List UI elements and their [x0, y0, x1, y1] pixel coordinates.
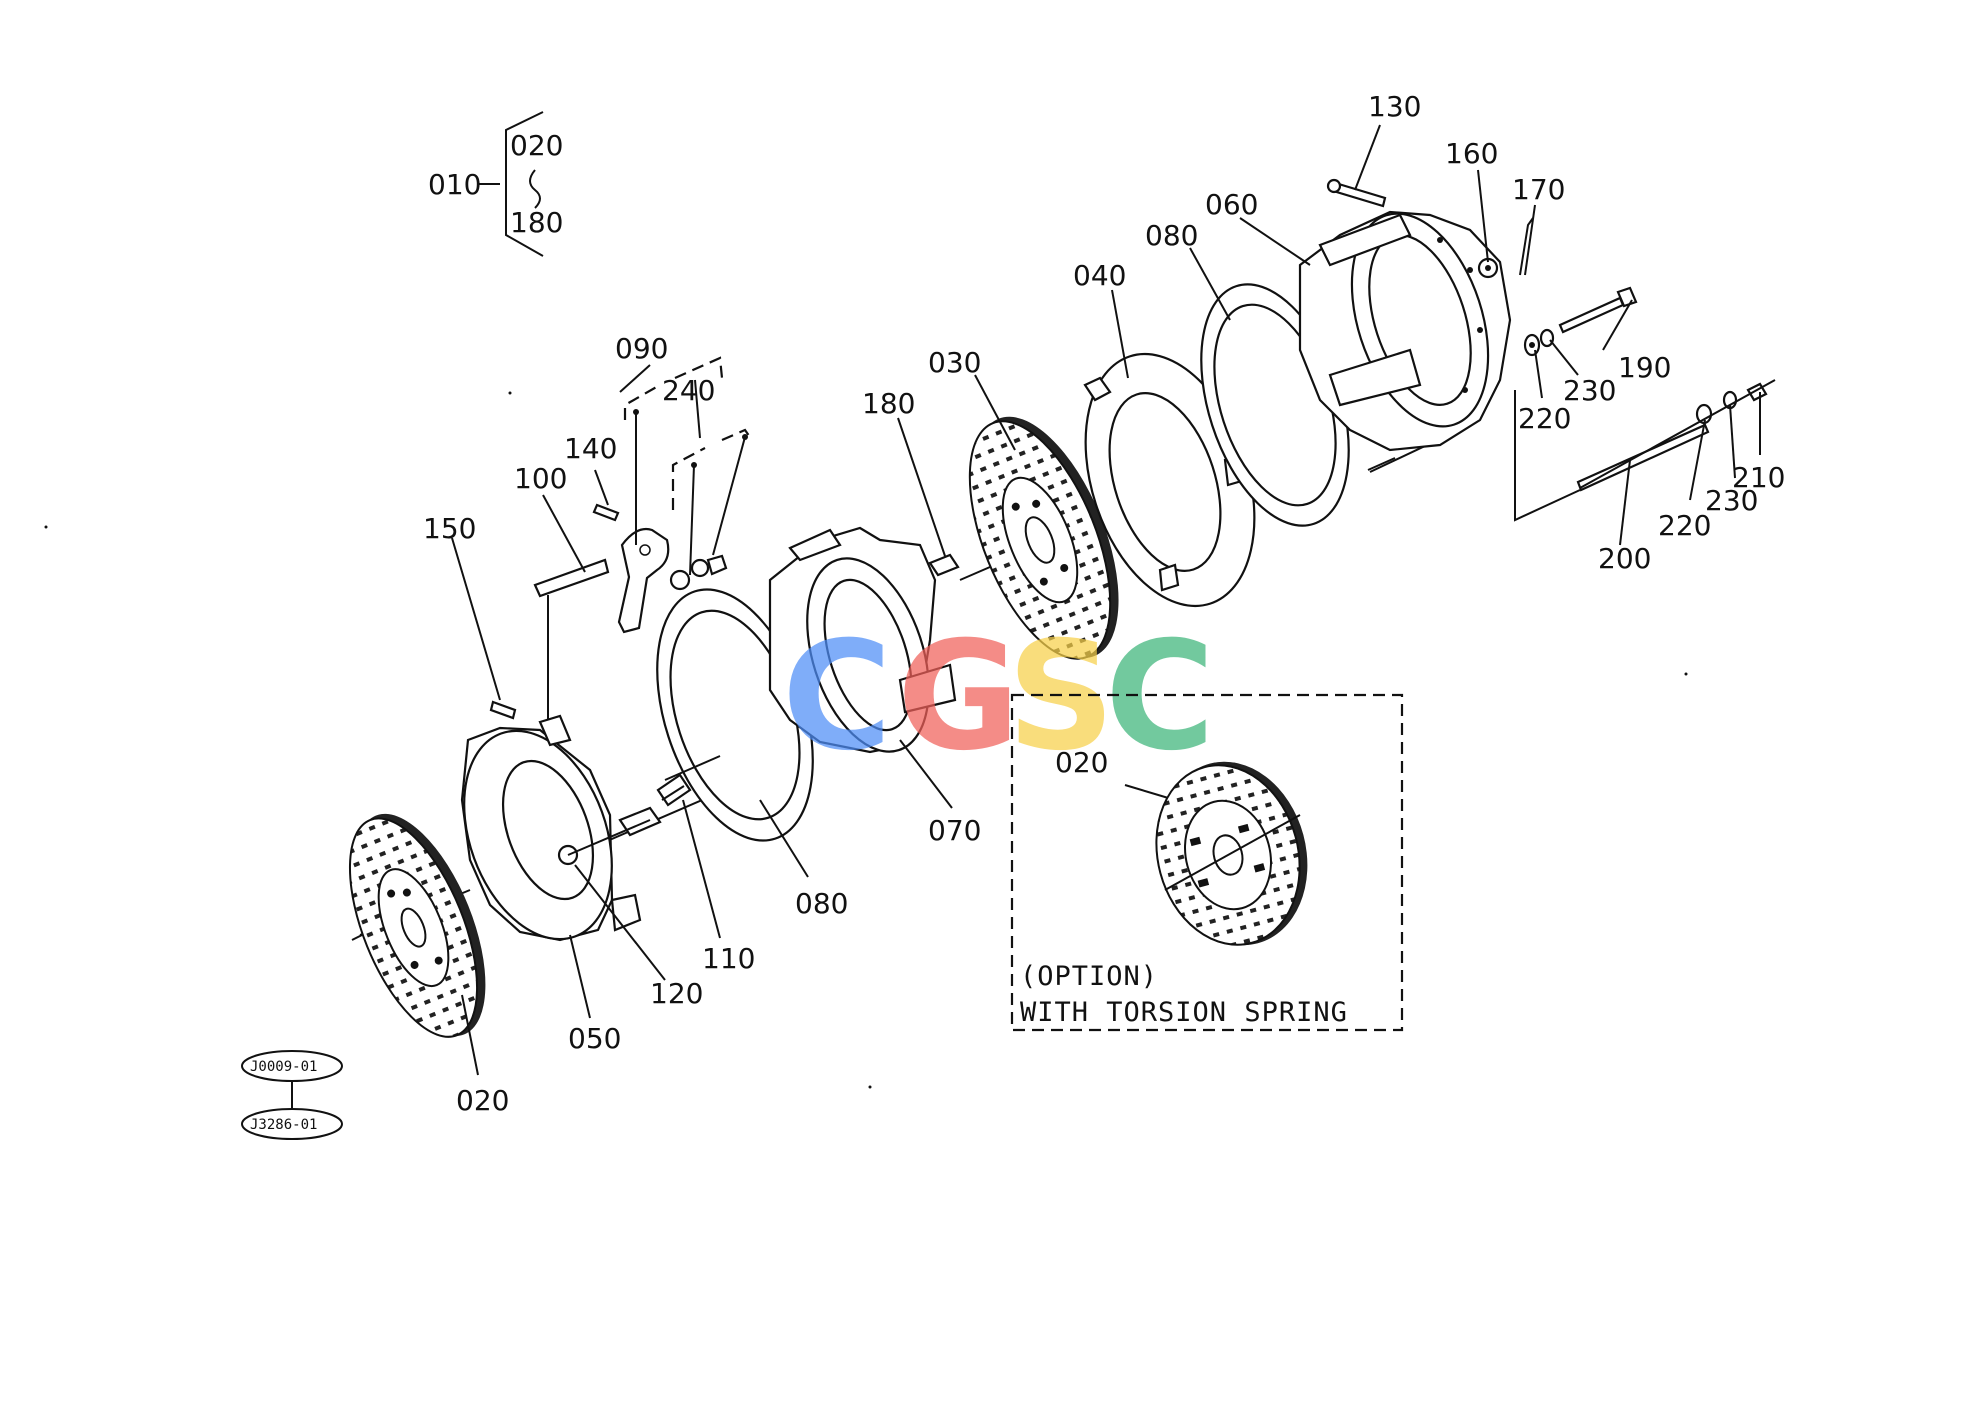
callout-labels: 130 160 170 060 080 040 190 230 220 210 … — [423, 90, 1785, 1117]
callout-020-option: 020 — [1055, 746, 1108, 779]
callout-100: 100 — [514, 462, 567, 495]
callout-200: 200 — [1598, 542, 1651, 575]
ref-tag-2: J3286-01 — [250, 1117, 317, 1133]
bolt-110 — [656, 773, 692, 807]
ref-tag-1: J0009-01 — [250, 1059, 317, 1075]
option-box: (OPTION) WITH TORSION SPRING — [1010, 693, 1404, 1032]
watermark-letter-c1: C — [782, 610, 892, 784]
assembly-range-end: 180 — [510, 206, 563, 239]
assembly-range-start: 020 — [510, 129, 563, 162]
callout-030: 030 — [928, 346, 981, 379]
callout-050: 050 — [568, 1022, 621, 1055]
right-hardware — [1514, 286, 1776, 522]
callout-040: 040 — [1073, 259, 1126, 292]
callout-150: 150 — [423, 512, 476, 545]
callout-210: 210 — [1732, 461, 1785, 494]
watermark-logo: C G S C — [782, 610, 1215, 784]
lever-kit-brackets — [623, 356, 753, 576]
clutch-cover-070 — [768, 526, 957, 754]
bushing-180 — [928, 553, 960, 577]
callout-190: 190 — [1618, 351, 1671, 384]
pressure-plate — [460, 714, 662, 942]
watermark-letter-c2: C — [1105, 610, 1215, 784]
callout-230-top: 230 — [1563, 374, 1616, 407]
callout-060: 060 — [1205, 188, 1258, 221]
callout-090: 090 — [615, 332, 668, 365]
callout-080-bottom: 080 — [795, 887, 848, 920]
callout-140: 140 — [564, 432, 617, 465]
leader-lines — [451, 124, 1761, 1076]
callout-130: 130 — [1368, 90, 1421, 123]
scan-specks — [44, 391, 1688, 1089]
callout-020-left: 020 — [456, 1084, 509, 1117]
reference-tags: J0009-01 J3286-01 — [241, 1050, 343, 1140]
callout-080-top: 080 — [1145, 219, 1198, 252]
option-label: (OPTION) — [1020, 961, 1158, 992]
callout-240: 240 — [662, 374, 715, 407]
callout-120: 120 — [650, 977, 703, 1010]
callout-160: 160 — [1445, 137, 1498, 170]
flywheel-cover-060 — [1298, 210, 1512, 471]
callout-110: 110 — [702, 942, 755, 975]
assembly-bracket: 010 020 180 — [428, 111, 563, 257]
watermark-letter-g: G — [897, 610, 1020, 784]
callout-180: 180 — [862, 387, 915, 420]
clutch-disc-center — [968, 416, 1119, 660]
callout-170: 170 — [1512, 173, 1565, 206]
option-description: WITH TORSION SPRING — [1020, 997, 1348, 1028]
assembly-number: 010 — [428, 168, 481, 201]
callout-070: 070 — [928, 814, 981, 847]
callout-220-top: 220 — [1518, 402, 1571, 435]
watermark-letter-s: S — [1007, 610, 1115, 784]
callout-230-bottom: 230 — [1705, 484, 1758, 517]
release-lever-parts — [489, 503, 728, 720]
clutch-disc-left — [348, 813, 486, 1038]
callout-220-bottom: 220 — [1658, 509, 1711, 542]
